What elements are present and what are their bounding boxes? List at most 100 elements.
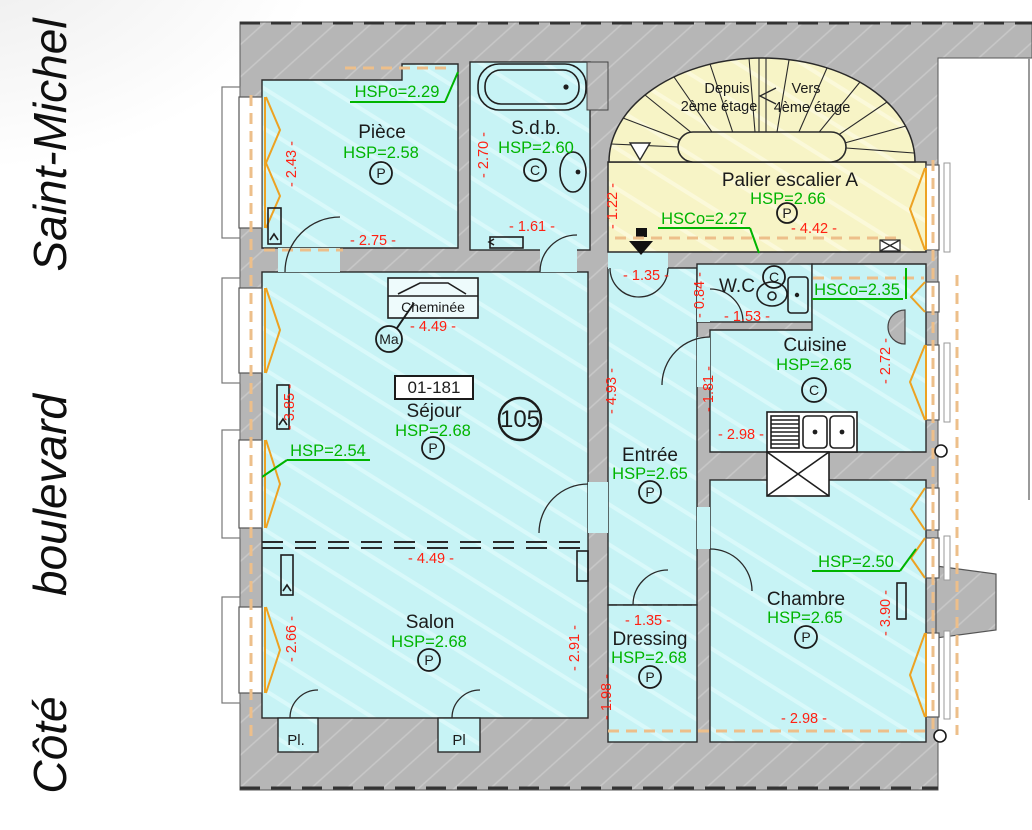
door-arc — [284, 216, 341, 273]
room-sdb-hsp: HSP=2.60 — [498, 139, 574, 157]
marker-circle — [933, 729, 947, 743]
dim-piece-height: - 2.43 - — [284, 141, 300, 187]
room-dressing-tag: P — [645, 669, 654, 685]
kitchen-sink-icon — [766, 411, 858, 453]
door-arc — [538, 483, 589, 534]
dim-entry-bay: - 1.35 - — [623, 268, 669, 284]
chimney-label: Cheminée — [401, 299, 465, 315]
room-sejour-number: 105 — [500, 406, 540, 433]
masonry-tag: Ma — [379, 331, 399, 347]
stair-to-line1: Vers — [791, 81, 820, 97]
room-dressing-name: Dressing — [613, 629, 688, 650]
room-sdb-tag: C — [530, 162, 540, 178]
radiator-icon — [267, 207, 907, 620]
dim-cuisine-left: - 1.81 - — [701, 366, 717, 412]
closet-pl1 — [277, 717, 319, 753]
side-caption-boulevard: boulevard — [24, 393, 76, 596]
height-note-leaders — [261, 71, 917, 572]
room-chambre-tag: P — [801, 629, 810, 645]
note-hsco-palier: HSCo=2.27 — [661, 210, 747, 228]
right-facade-windows — [887, 162, 951, 720]
room-piece-hsp: HSP=2.58 — [343, 144, 419, 162]
door-arc — [709, 288, 744, 323]
note-hsp-sejour-window: HSP=2.54 — [290, 442, 366, 460]
shutter-box-icon — [221, 86, 241, 239]
room-dressing-hsp: HSP=2.68 — [611, 649, 687, 667]
dim-palier-width: - 4.42 - — [791, 221, 837, 237]
closet-label-1: Pl. — [287, 732, 305, 749]
shutter-box-icon — [221, 596, 241, 704]
toilet-icon — [756, 276, 809, 314]
room-sdb-floor — [469, 61, 591, 251]
door-arcs — [262, 216, 753, 719]
door-arc — [709, 548, 753, 592]
room-chambre-hsp: HSP=2.65 — [767, 609, 843, 627]
stair-treads — [610, 57, 915, 154]
side-caption-saint-michel: Saint-Michel — [24, 17, 76, 272]
room-wc-name: W.C — [719, 276, 755, 297]
door-arc — [609, 267, 640, 298]
stair-down-arrow — [628, 142, 652, 162]
stair-eye — [677, 131, 847, 163]
room-sejour-name: Séjour — [407, 401, 463, 422]
door-arc — [539, 234, 578, 273]
room-sejour-hsp: HSP=2.68 — [395, 422, 471, 440]
stair-direction-arrow — [758, 87, 777, 105]
door-arc — [451, 689, 481, 719]
room-cuisine-name: Cuisine — [783, 335, 846, 356]
door-arc — [638, 267, 669, 298]
side-caption-cote: Côté — [24, 696, 76, 793]
marker-circle — [934, 444, 948, 458]
room-palier-name: Palier escalier A — [722, 170, 859, 191]
stair-to-line2: 4ème étage — [774, 100, 851, 116]
bathtub-icon — [477, 61, 609, 111]
door-arc — [632, 569, 669, 606]
exterior-pier — [935, 565, 997, 639]
room-chambre-name: Chambre — [767, 589, 845, 610]
room-piece-name: Pièce — [358, 122, 406, 143]
dim-cuisine-window: - 2.72 - — [878, 338, 894, 384]
washbasin-icon — [559, 151, 587, 193]
door-arc — [661, 336, 711, 386]
room-cuisine-hsp: HSP=2.65 — [776, 356, 852, 374]
closet-pl2 — [437, 717, 481, 753]
dim-sejour-top: - 4.49 - — [410, 319, 456, 335]
dim-chambre-window: - 3.90 - — [878, 590, 894, 636]
room-palier-hsp: HSP=2.66 — [750, 190, 826, 208]
dim-dressing-width: - 1.35 - — [625, 613, 671, 629]
note-hspo: HSPo=2.29 — [355, 83, 440, 101]
stair-from-line2: 2ème étage — [681, 99, 758, 115]
shutter-box-icon — [221, 277, 241, 384]
room-sejour-lot: 01-181 — [408, 378, 461, 397]
room-piece-tag: P — [376, 165, 385, 181]
room-chambre-floor — [709, 479, 927, 743]
closet-label-2: Pl — [452, 732, 465, 749]
dim-wc-height: - 0.84 - — [692, 272, 708, 318]
tag-shapes — [369, 158, 948, 743]
appliance-cross-icon — [766, 451, 830, 497]
room-floors — [261, 61, 927, 753]
door-arc — [289, 689, 319, 719]
dim-palier-entry: - 1.22 - — [605, 183, 621, 229]
chimney-icon — [387, 277, 479, 319]
note-hsco-cuisine: HSCo=2.35 — [814, 281, 900, 299]
dim-sdb-height: - 2.70 - — [476, 132, 492, 178]
casement-symbols — [264, 96, 282, 694]
dim-dressing-height: - 1.98 - — [599, 674, 615, 720]
dim-cuisine-width: - 2.98 - — [718, 427, 764, 443]
dim-wc-width: - 1.53 - — [724, 309, 770, 325]
dim-salon-right: - 2.91 - — [567, 625, 583, 671]
stair-from-line1: Depuis — [704, 81, 749, 97]
room-entree-name: Entrée — [622, 445, 678, 466]
dim-piece-width: - 2.75 - — [350, 233, 396, 249]
dim-sdb-width: - 1.61 - — [509, 219, 555, 235]
casement-symbols — [908, 167, 927, 718]
room-sejour-salon-floor — [261, 271, 589, 719]
room-entree-hsp: HSP=2.65 — [612, 465, 688, 483]
room-dressing-floor — [607, 604, 698, 743]
dim-sejour-window: - 3.85 - — [282, 384, 298, 430]
left-facade-windows — [221, 86, 282, 704]
room-sdb-name: S.d.b. — [511, 118, 561, 139]
